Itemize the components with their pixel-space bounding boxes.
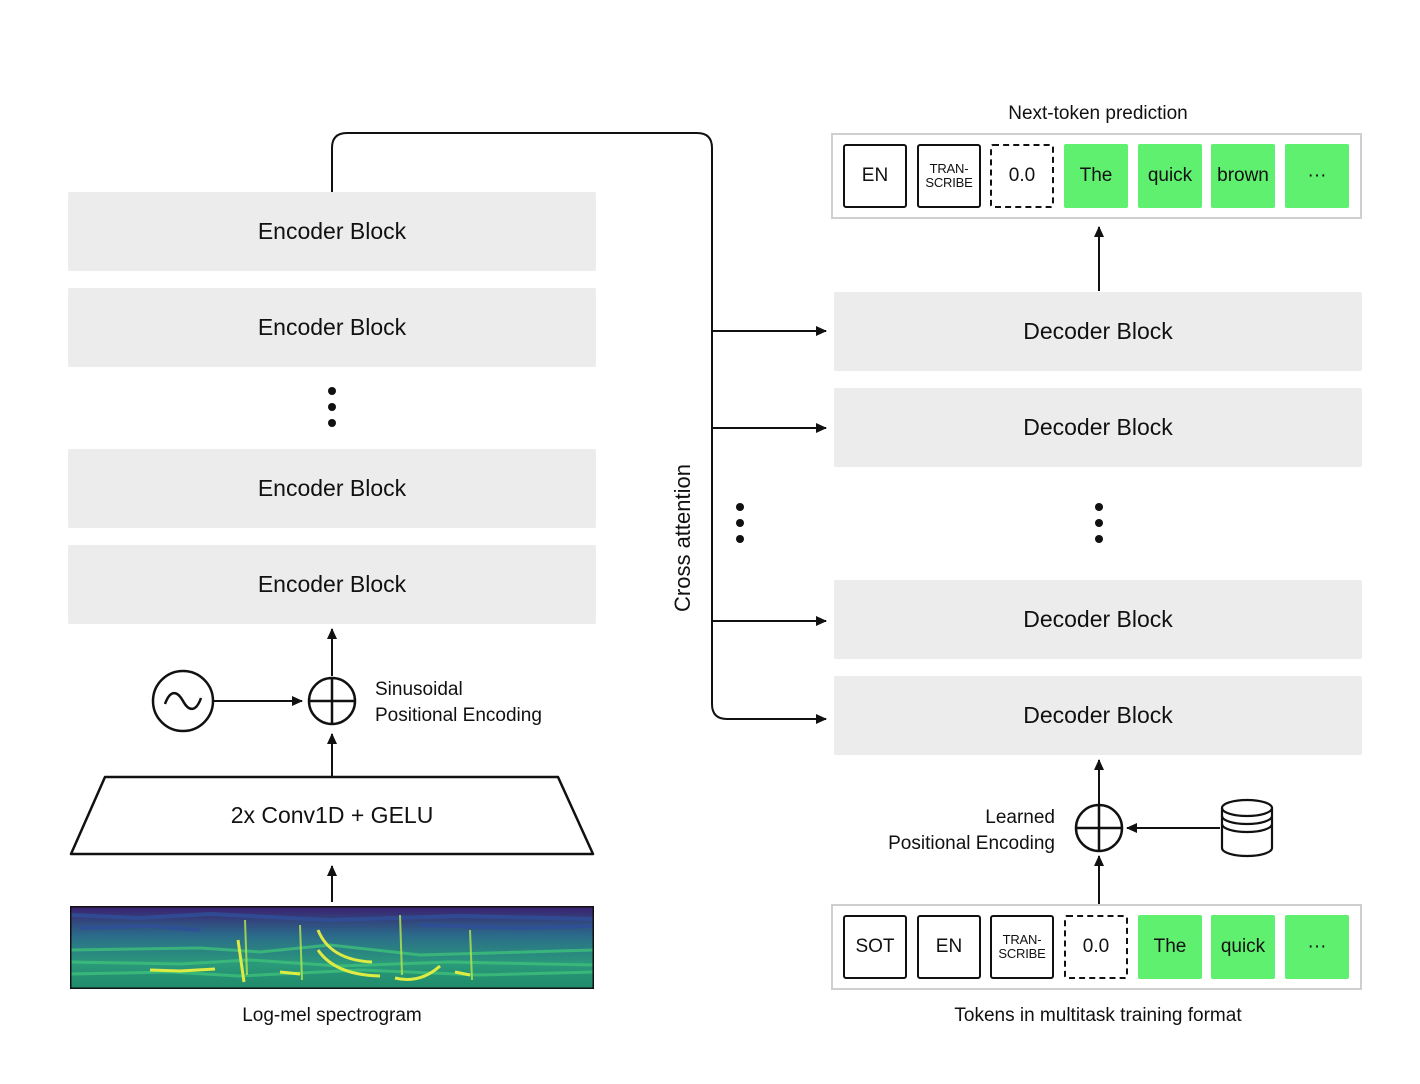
decoder-block-top: Decoder Block <box>834 292 1362 371</box>
encoder-add-icon <box>307 676 357 726</box>
decoder-ellipsis <box>1095 503 1103 543</box>
input-token-transcribe-line2: SCRIBE <box>998 946 1046 961</box>
output-token-transcribe-line2: SCRIBE <box>925 175 973 190</box>
conv-label: 2x Conv1D + GELU <box>230 802 434 828</box>
input-token-transcribe: TRAN-SCRIBE <box>990 915 1054 979</box>
output-token-brown: brown <box>1211 144 1275 208</box>
encoder-block-top: Encoder Block <box>68 192 596 271</box>
input-token-sot: SOT <box>843 915 907 979</box>
input-token-en: EN <box>917 915 981 979</box>
sinusoidal-label-line1: Sinusoidal <box>375 679 463 700</box>
decoder-block-2: Decoder Block <box>834 388 1362 467</box>
sinusoidal-label-line2: Positional Encoding <box>375 705 542 726</box>
output-token-ellipsis: ··· <box>1285 144 1349 208</box>
input-token-quick: quick <box>1211 915 1275 979</box>
learned-label-line1: Learned <box>985 807 1055 828</box>
cross-attention-ellipsis <box>736 503 744 543</box>
next-token-label: Next-token prediction <box>1008 103 1188 124</box>
output-token-row: EN TRAN-SCRIBE 0.0 The quick brown ··· <box>831 133 1362 219</box>
encoder-block-3: Encoder Block <box>68 449 596 528</box>
input-token-timestamp: 0.0 <box>1064 915 1128 979</box>
decoder-block-3: Decoder Block <box>834 580 1362 659</box>
encoder-block-2: Encoder Block <box>68 288 596 367</box>
conv-trapezoid <box>69 775 595 856</box>
input-token-the: The <box>1138 915 1202 979</box>
spectrogram-image <box>70 906 594 989</box>
cross-attention-line <box>331 132 827 724</box>
output-token-timestamp: 0.0 <box>990 144 1054 208</box>
output-token-the: The <box>1064 144 1128 208</box>
output-token-en: EN <box>843 144 907 208</box>
output-token-transcribe: TRAN-SCRIBE <box>917 144 981 208</box>
learned-label-line2: Positional Encoding <box>888 833 1055 854</box>
input-token-row: SOT EN TRAN-SCRIBE 0.0 The quick ··· <box>831 904 1362 990</box>
decoder-block-bottom: Decoder Block <box>834 676 1362 755</box>
encoder-ellipsis <box>328 387 336 427</box>
database-icon <box>1220 798 1274 858</box>
training-format-label: Tokens in multitask training format <box>954 1005 1242 1026</box>
sinusoid-icon <box>151 669 215 733</box>
input-token-ellipsis: ··· <box>1285 915 1349 979</box>
encoder-block-bottom: Encoder Block <box>68 545 596 624</box>
output-token-transcribe-line1: TRAN- <box>929 161 969 176</box>
input-token-transcribe-line1: TRAN- <box>1002 932 1042 947</box>
cross-attention-label: Cross attention <box>670 464 695 612</box>
decoder-add-icon <box>1074 803 1124 853</box>
output-token-quick: quick <box>1138 144 1202 208</box>
spectrogram-label: Log-mel spectrogram <box>242 1005 422 1026</box>
